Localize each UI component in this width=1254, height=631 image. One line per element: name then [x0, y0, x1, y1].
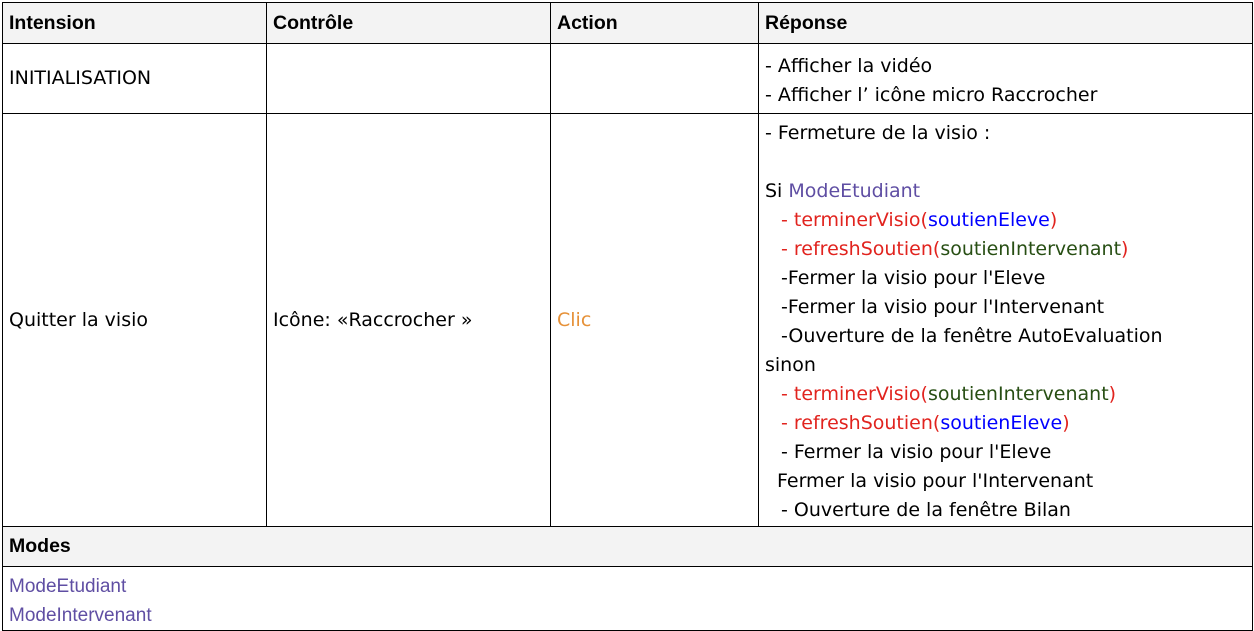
table-row: INITIALISATION - Afficher la vidéo - Aff… [2, 43, 1253, 114]
function-close: ) [1062, 411, 1070, 434]
reponse-line: - Ouverture de la fenêtre Bilan [781, 498, 1071, 521]
reponse-line: -Fermer la visio pour l'Intervenant [781, 295, 1105, 318]
si-keyword: Si [765, 179, 789, 202]
sinon-keyword: sinon [765, 353, 816, 376]
cell-intension: Quitter la visio [2, 113, 267, 527]
function-arg: soutienIntervenant [927, 382, 1109, 405]
modes-list: ModeEtudiant ModeIntervenant [2, 566, 1253, 631]
reponse-line: - terminerVisio(soutienEleve) [765, 206, 1246, 235]
cell-controle [266, 43, 551, 114]
reponse-line: -Fermer la visio pour l'Eleve [781, 266, 1046, 289]
function-name: terminerVisio( [793, 208, 928, 231]
reponse-line: Fermer la visio pour l'Intervenant [777, 469, 1094, 492]
bullet: - [781, 382, 794, 405]
modes-body-row: ModeEtudiant ModeIntervenant [2, 566, 1253, 631]
modes-title: Modes [2, 526, 1253, 567]
mode-item: ModeIntervenant [9, 605, 152, 626]
function-close: ) [1121, 237, 1129, 260]
header-row: Intension Contrôle Action Réponse [2, 2, 1253, 44]
header-intension: Intension [2, 2, 267, 44]
reponse-line: - Fermer la visio pour l'Eleve [781, 440, 1052, 463]
reponse-line: - refreshSoutien(soutienEleve) [765, 409, 1246, 438]
mode-etudiant-ref: ModeEtudiant [788, 179, 921, 202]
function-name: terminerVisio( [793, 382, 928, 405]
header-reponse: Réponse [758, 2, 1253, 44]
header-controle: Contrôle [266, 2, 551, 44]
reponse-line: - refreshSoutien(soutienIntervenant) [765, 235, 1246, 264]
function-arg: soutienEleve [927, 208, 1050, 231]
bullet: - [781, 411, 794, 434]
cell-action [550, 43, 759, 114]
function-close: ) [1049, 208, 1058, 231]
modes-header-row: Modes [2, 526, 1253, 567]
cell-action: Clic [550, 113, 759, 527]
cell-controle: Icône: «Raccrocher » [266, 113, 551, 527]
cell-intension: INITIALISATION [2, 43, 267, 114]
cell-reponse: - Afficher la vidéo - Afficher l’ icône … [758, 43, 1253, 114]
bullet: - [781, 208, 794, 231]
blank-line [765, 148, 1246, 177]
cell-reponse: - Fermeture de la visio : Si ModeEtudian… [758, 113, 1253, 527]
header-action: Action [550, 2, 759, 44]
table-row: Quitter la visio Icône: «Raccrocher » Cl… [2, 113, 1253, 527]
reponse-line: - Afficher l’ icône micro Raccrocher [765, 84, 1098, 106]
reponse-line: - terminerVisio(soutienIntervenant) [765, 380, 1246, 409]
mode-item: ModeEtudiant [9, 576, 127, 597]
reponse-line: -Ouverture de la fenêtre AutoEvaluation [781, 324, 1163, 347]
reponse-line: - Fermeture de la visio : [765, 121, 991, 144]
bullet: - [781, 237, 794, 260]
reponse-line: Si ModeEtudiant [765, 177, 1246, 206]
function-arg: soutienIntervenant [940, 237, 1122, 260]
function-arg: soutienEleve [940, 411, 1063, 434]
function-name: refreshSoutien( [793, 411, 941, 434]
function-close: ) [1108, 382, 1117, 405]
reponse-line: - Afficher la vidéo [765, 55, 933, 77]
function-name: refreshSoutien( [793, 237, 941, 260]
